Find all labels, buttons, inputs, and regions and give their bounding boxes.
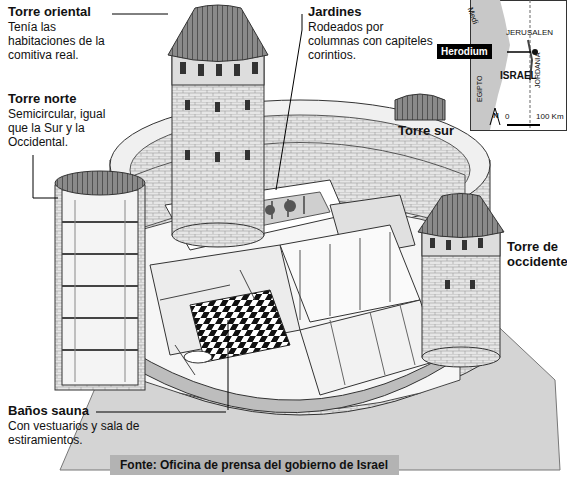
map-marker-box: Herodium	[437, 44, 492, 59]
map-label: 100 Km	[536, 112, 566, 121]
part-description: Semicircular, igual que la Sur y la Occi…	[8, 108, 128, 149]
part-heading: Torre sur	[398, 124, 478, 139]
map-label: JORDANIA	[534, 53, 542, 88]
part-heading: Jardines	[308, 5, 428, 20]
box-text: Herodium	[441, 46, 488, 57]
part-description: Rodeados por columnas con capiteles cori…	[308, 21, 438, 62]
part-description: Tenía las habitaciones de la comitiva re…	[8, 21, 120, 62]
map-label: EGIPTO	[476, 76, 484, 102]
part-heading: Baños sauna	[8, 404, 128, 419]
map-label: N	[493, 111, 503, 120]
map-label: 0	[505, 112, 515, 121]
part-heading: Torre oriental	[8, 5, 118, 20]
map-label: ISRAEL	[500, 70, 560, 82]
box-text: Fonte: Oficina de prensa del gobierno de…	[120, 458, 389, 472]
part-heading: Torre de occidente	[507, 240, 565, 270]
part-description: Con vestuarios y sala de estiramientos.	[8, 420, 143, 448]
map-label: JERUSALEN	[506, 28, 566, 37]
part-heading: Torre norte	[8, 92, 120, 107]
source-band: Fonte: Oficina de prensa del gobierno de…	[110, 455, 399, 475]
